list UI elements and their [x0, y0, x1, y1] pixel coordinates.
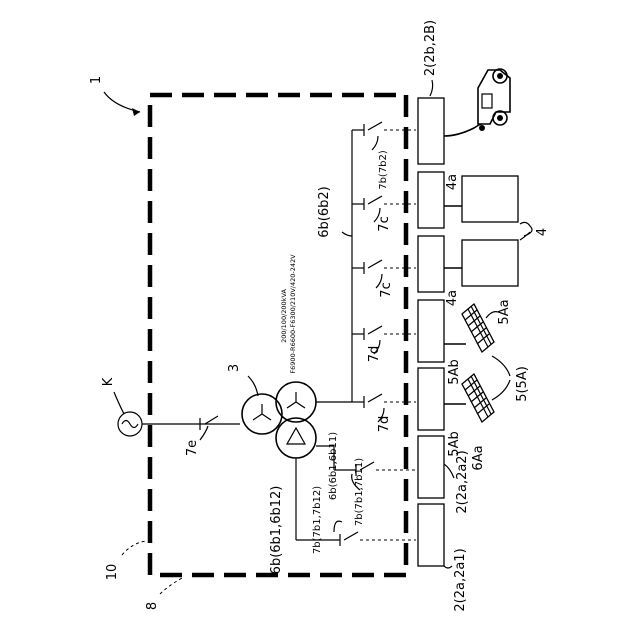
- ev-plug-icon: [479, 125, 485, 131]
- label-pv-group: 5(5A): [515, 366, 530, 402]
- label-pv-5Ab-top: 5Ab: [447, 359, 462, 384]
- electric-vehicle-icon: [478, 69, 510, 125]
- pv-inverter-box-2: [418, 368, 444, 430]
- battery-inverter-box-2: [418, 236, 444, 292]
- ev-charger-box: [418, 98, 444, 164]
- leader-2a2: [444, 464, 454, 478]
- label-7c-b: 7c: [379, 282, 394, 297]
- leader-ev: [430, 80, 433, 96]
- label-main-switch: 7e: [185, 440, 200, 456]
- label-pv-6Aa: 6Aa: [471, 445, 486, 470]
- label-load-2a1: 2(2a,2a1): [453, 548, 468, 611]
- leader-K: [114, 392, 124, 414]
- leader-1: [104, 92, 140, 112]
- label-7d-a: 7d: [367, 346, 382, 363]
- spec-line-1: 200/100/200kVA: [280, 289, 288, 343]
- label-network: 10: [105, 564, 120, 581]
- transformer-icon: [242, 382, 316, 458]
- load-box-2a2: [418, 436, 444, 498]
- feeder-7b12: [334, 521, 416, 546]
- ev-charging-cable: [444, 124, 482, 136]
- label-boundary: 8: [145, 602, 160, 610]
- leader-10: [122, 541, 146, 555]
- label-transformer: 3: [227, 364, 242, 372]
- label-7b12: 7b(7b1,7b12): [312, 486, 323, 554]
- leader-5a-1: [492, 356, 510, 376]
- label-inv-4a-top: 4a: [445, 174, 460, 190]
- label-inv-4a-mid: 4a: [445, 290, 460, 306]
- battery-box-2: [462, 240, 518, 286]
- ac-wave-icon: [122, 421, 138, 428]
- pv-panel-icon-1: [462, 304, 494, 352]
- leader-2a1: [444, 566, 452, 568]
- label-bus-b2: 6b(6b2): [317, 186, 332, 237]
- battery-box-1: [462, 176, 518, 222]
- battery-inverter-box-1: [418, 172, 444, 228]
- leader-8: [160, 578, 182, 594]
- leader-6b2: [342, 232, 352, 236]
- label-7b1-a: 7b(7b1,7b11): [354, 458, 365, 526]
- leader-4a: [520, 222, 532, 236]
- spec-line-2: F6900-R6600-F6300/210V/420-242V: [289, 254, 297, 374]
- pv-inverter-box-1: [418, 300, 444, 362]
- label-bus-b11: 6b(6b1,6b11): [328, 432, 339, 500]
- label-load-2a2: 2(2a,2a2): [455, 450, 470, 513]
- switch-7e-blade: [205, 416, 218, 424]
- label-battery: 4: [535, 228, 550, 236]
- label-ev: 2(2b,2B): [423, 20, 438, 76]
- leader-4b: [520, 232, 530, 240]
- label-bus-b1: 6b(6b1,6b12): [269, 486, 284, 575]
- arrow-1: [132, 108, 140, 116]
- leader-5a-2: [492, 380, 510, 400]
- label-grid: K: [101, 377, 116, 386]
- load-box-2a1: [418, 504, 444, 566]
- leader-7e: [200, 426, 208, 440]
- label-7c-a: 7c: [377, 216, 392, 231]
- label-ev-switch: 7b(7b2): [378, 150, 389, 190]
- label-pv-5Aa: 5Aa: [497, 299, 512, 324]
- leader-3: [248, 376, 258, 396]
- label-system: 1: [89, 76, 104, 84]
- label-7d-b: 7d: [377, 416, 392, 433]
- pv-panel-icon-2: [462, 374, 494, 422]
